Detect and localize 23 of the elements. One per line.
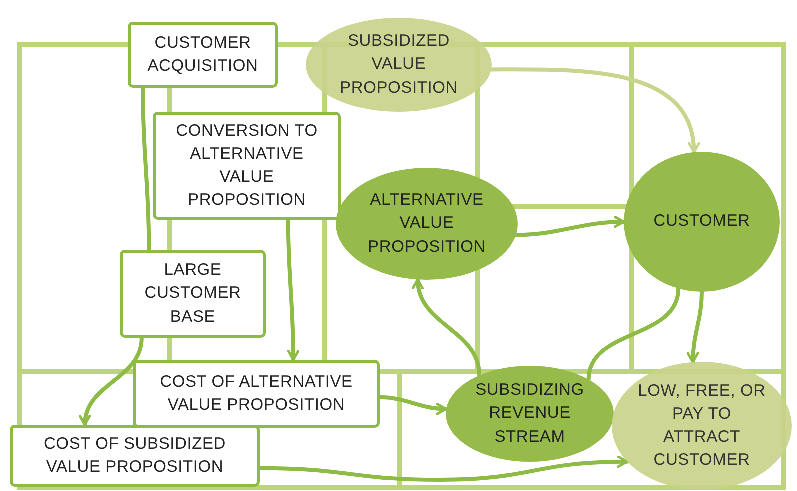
node-label: SUBSIDIZING REVENUE STREAM xyxy=(474,380,586,448)
process-box xyxy=(153,112,341,220)
arrow xyxy=(490,68,700,154)
node-label: COST OF SUBSIDIZED VALUE PROPOSITION xyxy=(42,434,228,478)
node-label: SUBSIDIZED VALUE PROPOSITION xyxy=(339,31,459,99)
process-box xyxy=(128,22,278,88)
process-box xyxy=(133,360,380,428)
process-box xyxy=(10,425,260,487)
arrow xyxy=(286,218,300,362)
node-label: LARGE CUSTOMER BASE xyxy=(144,260,242,328)
process-box xyxy=(120,250,266,338)
arrow xyxy=(378,395,448,416)
arrow xyxy=(686,290,704,364)
arrow xyxy=(258,456,630,482)
arrow xyxy=(412,278,482,378)
node-label: ALTERNATIVE VALUE PROPOSITION xyxy=(367,190,487,258)
arrow xyxy=(80,336,144,427)
node-label: CUSTOMER xyxy=(654,211,750,232)
node-label: COST OF ALTERNATIVE VALUE PROPOSITION xyxy=(159,372,354,416)
node-label: CUSTOMER ACQUISITION xyxy=(146,32,260,77)
node-label: CONVERSION TO ALTERNATIVE VALUE PROPOSITION xyxy=(175,120,319,212)
arrow xyxy=(514,216,626,238)
node-label: LOW, FREE, OR PAY TO ATTRACT CUSTOMER xyxy=(637,380,767,472)
